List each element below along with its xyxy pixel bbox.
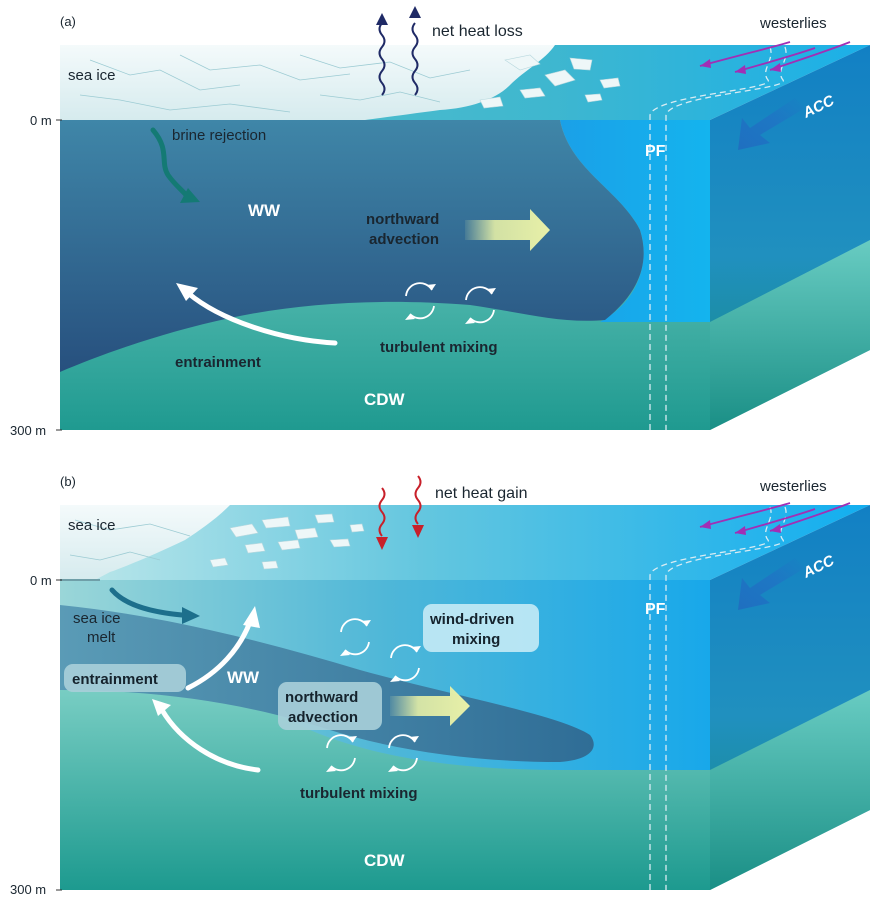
panel-a-sea-ice xyxy=(60,45,555,120)
panel-a-entrainment-label: entrainment xyxy=(175,354,261,371)
panel-b-ice-floes xyxy=(209,513,365,570)
panel-a-cdw-label: CDW xyxy=(364,390,406,409)
panel-a-front-water xyxy=(560,120,710,322)
panel-b-acc-arrow xyxy=(738,558,805,610)
panel-b-entrainment-label: entrainment xyxy=(72,671,158,688)
panel-a-brine-label: brine rejection xyxy=(172,127,266,144)
panel-b-pf-line-2 xyxy=(665,506,787,890)
panel-b-heat-gain-arrow-1 xyxy=(378,487,386,537)
panel-a-westerlies-label: westerlies xyxy=(759,15,827,32)
panel-a-eddy-heads xyxy=(405,284,496,324)
panel-b-advection-box xyxy=(278,682,382,730)
panel-a-depth-top-label: 0 m xyxy=(30,113,52,128)
panel-b-ice-cracks xyxy=(69,519,191,561)
panel-a-entrainment-arrowhead xyxy=(176,283,198,301)
panel-b-melt-arrowhead xyxy=(182,607,200,624)
panel-b-top-surface xyxy=(60,505,870,580)
panel-b-sea-ice-label: sea ice xyxy=(68,517,116,534)
panel-b-entrainment-head-upper xyxy=(243,606,260,628)
panel-a-side-cdw xyxy=(710,240,870,430)
panel-a-heat-loss-arrow-1 xyxy=(378,22,386,96)
panel-b-depth-bottom-label: 300 m xyxy=(10,882,46,897)
panel-b-melt-label-1: sea ice xyxy=(73,610,121,627)
panel-a-ww-label: WW xyxy=(248,201,281,220)
panel-b-depth-top-label: 0 m xyxy=(30,573,52,588)
panel-b-advection-arrow xyxy=(390,686,470,726)
panel-a-brine-arrow xyxy=(150,127,189,198)
panel-b-side-cdw xyxy=(710,690,870,890)
panel-b-wind-label-2: mixing xyxy=(452,631,500,648)
panel-a-advection-label-2: advection xyxy=(369,231,439,248)
panel-b-pf-label: PF xyxy=(645,601,666,618)
panel-a-heat-flux-label: net heat loss xyxy=(432,23,523,40)
panel-b-cdw-label: CDW xyxy=(364,851,406,870)
panel-a-turbulent-label: turbulent mixing xyxy=(380,339,498,356)
panel-b: 0 m 300 m (b) net heat gain westerlies A… xyxy=(10,474,870,897)
panel-b-wind-mixing-box xyxy=(423,604,539,652)
panel-b-sea-ice xyxy=(60,505,230,580)
panel-a-ice-cracks xyxy=(79,54,471,113)
panel-a-winter-water xyxy=(60,120,644,372)
panel-b-melt-label-2: melt xyxy=(87,629,116,646)
panel-b-westerly-heads xyxy=(700,520,781,535)
panel-b-heat-gain-arrow-2 xyxy=(414,475,422,525)
panel-b-wind-label-1: wind-driven xyxy=(429,611,514,628)
panel-a-pf-line-2 xyxy=(665,46,787,430)
panel-a-heat-loss-head-1 xyxy=(376,13,388,25)
panel-b-entrainment-box xyxy=(64,664,186,692)
panel-b-ww-label: WW xyxy=(227,668,260,687)
panel-b-eddy-heads-lower xyxy=(326,736,419,772)
panel-b-westerlies-label: westerlies xyxy=(759,478,827,495)
panel-b-advection-label-2: advection xyxy=(288,709,358,726)
panel-b-pf-line-1 xyxy=(649,506,772,890)
panel-b-entrainment-arrow-upper xyxy=(185,619,253,691)
panel-a-brine-arrowhead xyxy=(180,188,200,203)
panel-b-heat-gain-head-2 xyxy=(412,525,424,538)
panel-b-heat-flux-label: net heat gain xyxy=(435,485,528,502)
panel-b-heat-gain-head-1 xyxy=(376,537,388,550)
panel-b-entrainment-head-lower xyxy=(152,699,171,716)
panel-a-entrainment-arrow xyxy=(185,290,338,346)
panel-b-tag: (b) xyxy=(60,474,76,489)
panel-a-sea-ice-label: sea ice xyxy=(68,67,116,84)
panel-a-heat-loss-head-2 xyxy=(409,6,421,18)
panel-b-entrainment-arrow-lower xyxy=(159,707,261,773)
panel-b-advection-label-1: northward xyxy=(285,689,358,706)
panel-a-pf-label: PF xyxy=(645,143,666,160)
panel-b-turbulent-label: turbulent mixing xyxy=(300,785,418,802)
panel-a-depth-bottom-label: 300 m xyxy=(10,423,46,438)
panel-a-tag: (a) xyxy=(60,14,76,29)
panel-a-westerly-heads xyxy=(700,59,781,74)
panel-a: 0 m 300 m (a) net heat loss westerlies A… xyxy=(10,6,870,438)
panel-b-melt-arrow xyxy=(109,587,185,618)
panel-b-eddy-heads-upper xyxy=(340,620,421,682)
panel-a-heat-loss-arrow-2 xyxy=(411,22,419,96)
panel-a-acc-arrow xyxy=(738,98,805,150)
panel-a-ice-floes xyxy=(479,54,621,109)
panel-a-advection-label-1: northward xyxy=(366,211,439,228)
panel-a-advection-arrow xyxy=(465,209,550,251)
